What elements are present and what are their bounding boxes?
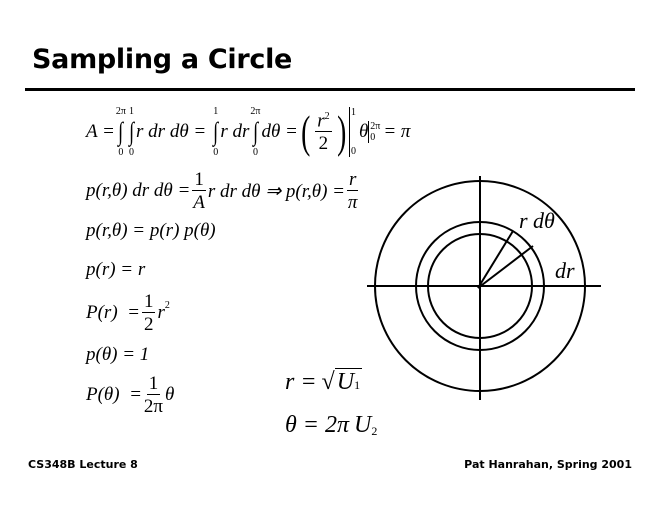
integral-symbol: ∫ (118, 117, 124, 146)
radial-line (477, 245, 534, 289)
numerator: 1 (146, 373, 161, 395)
lower-limit: 0 (118, 147, 124, 158)
integral-sign: 2π∫0 (116, 106, 126, 158)
exponent: 2 (164, 300, 170, 311)
eq-text: θ (358, 121, 369, 142)
footer-course: CS348B Lecture 8 (28, 458, 138, 471)
integral-symbol: ∫ (128, 117, 134, 146)
separable-pdf-equation: p(r,θ) = p(r) p(θ) (86, 220, 216, 241)
eq-text: r (157, 302, 165, 323)
angular-pdf-equation: p(θ) = 1 (86, 344, 150, 365)
upper-limit: 2π (250, 106, 261, 117)
upper-limit: 1 (213, 106, 219, 117)
eq-text: θ = 2π (285, 412, 350, 438)
lower-limit: 0 (213, 147, 219, 158)
subscript: 2 (371, 424, 378, 438)
eq-text: = π (383, 121, 411, 142)
integral-symbol: ∫ (252, 117, 258, 146)
radial-pdf-equation: p(r) = r (86, 259, 146, 280)
eq-text: θ (165, 384, 175, 405)
eq-text: dθ = (261, 121, 298, 142)
upper-limit: 2π (115, 106, 126, 117)
denominator: 2 (318, 133, 329, 155)
numerator: 1 (192, 169, 206, 191)
eq-text: r dr (220, 121, 250, 142)
eq-text: p(r,θ) dr dθ = (86, 180, 191, 201)
denominator: 2 (143, 314, 154, 335)
paren-close: ) (336, 106, 346, 157)
eq-text: P(θ) = (86, 384, 142, 405)
denominator: A (193, 192, 205, 213)
denominator: 2π (143, 396, 164, 417)
lower-limit: 0 (350, 146, 356, 157)
numerator: r (317, 110, 325, 132)
radial-line (477, 230, 514, 289)
integral-symbol: ∫ (213, 117, 219, 146)
lower-limit: 0 (370, 132, 376, 143)
lower-limit: 0 (252, 147, 258, 158)
subscript: 1 (354, 378, 361, 392)
integral-sign: 2π∫0 (250, 106, 260, 158)
variable: U (354, 412, 372, 438)
integral-sign: 1∫0 (212, 106, 219, 158)
area-integral-equation: A = 2π∫0 1∫0 r dr dθ = 1∫0 r dr 2π∫0 dθ … (86, 106, 410, 158)
title-rule (25, 88, 635, 91)
square-root: √U1 (322, 368, 363, 396)
paren-open: ( (300, 106, 311, 157)
upper-limit: 1 (350, 107, 356, 118)
eq-text: A = (86, 121, 115, 142)
eq-text: r = (285, 368, 317, 395)
eq-text: r dr dθ = (136, 121, 207, 142)
denominator: π (347, 192, 358, 213)
numerator: 1 (141, 291, 156, 313)
numerator: r (346, 169, 359, 191)
eq-text: r dr dθ ⇒ p(r,θ) = (207, 180, 345, 202)
radical-sign: √ (321, 369, 335, 395)
footer-author: Pat Hanrahan, Spring 2001 (464, 458, 632, 471)
radius-sampling-equation: r = √U1 (285, 368, 363, 396)
arc-length-label: r dθ (519, 208, 555, 233)
slide-title: Sampling a Circle (32, 44, 293, 75)
fraction: r2 2 (315, 110, 332, 155)
integral-sign: 1∫0 (128, 106, 135, 158)
exponent: 2 (324, 110, 330, 122)
eq-text: P(r) = (86, 302, 140, 323)
radial-width-label: dr (555, 258, 575, 283)
lower-limit: 0 (128, 147, 134, 158)
upper-limit: 2π (370, 121, 381, 132)
upper-limit: 1 (128, 106, 134, 117)
variable: U (336, 369, 355, 395)
